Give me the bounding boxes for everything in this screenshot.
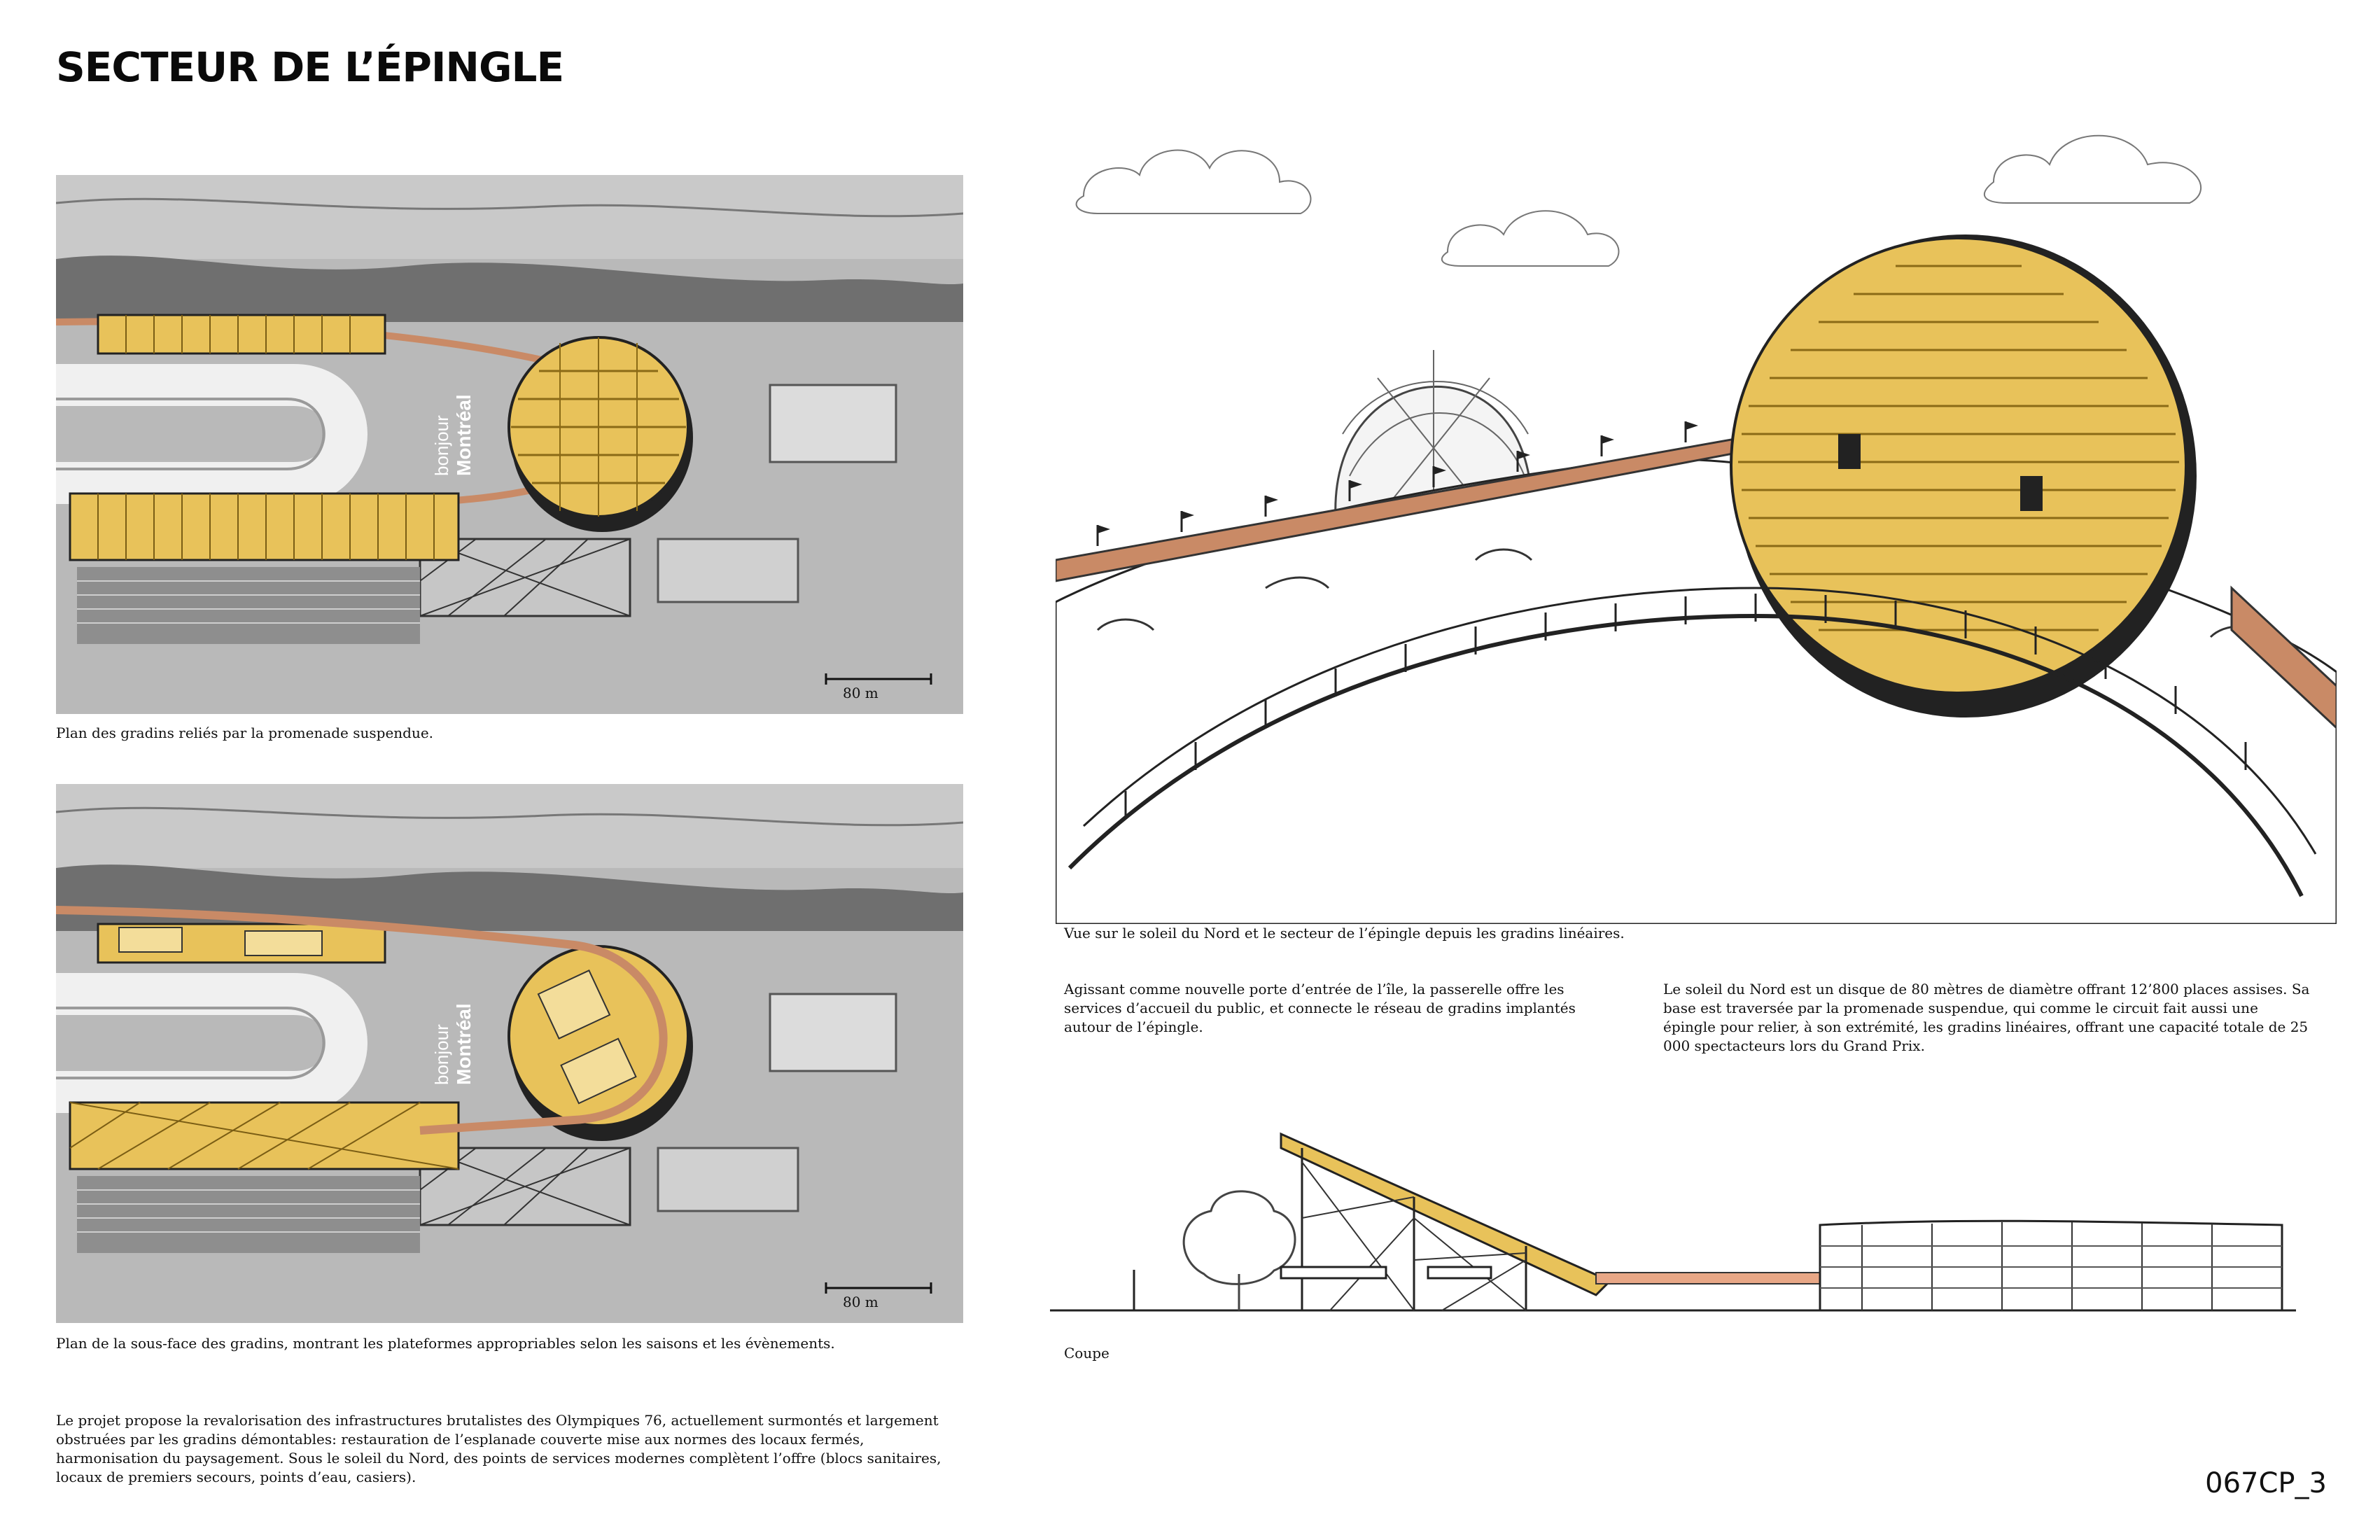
page-id: 067CP_3 [2205,1467,2327,1499]
site-plan-drawing: bonjour Montréal [56,175,963,685]
site-plan-underside-drawing: bonjour Montréal [56,784,963,1294]
perspective-sketch [1056,134,2337,924]
plan-caption: Plan de la sous-face des gradins, montra… [56,1335,835,1352]
text-column-right: Le soleil du Nord est un disque de 80 mè… [1663,981,2310,1054]
section-caption: Coupe [1064,1345,1110,1362]
scale-label: 80 m [843,1294,878,1310]
plan-sous-face-map: bonjour Montréal 80 m [56,784,963,1323]
map-label-bottom: Montréal [453,394,475,476]
plan-caption: Plan des gradins reliés par la promenade… [56,724,434,741]
plan-gradins-map: bonjour Montréal 80 m [56,175,963,714]
section-sketch [1050,1132,2296,1312]
perspective-caption: Vue sur le soleil du Nord et le secteur … [1064,925,1625,941]
map-label-top: bonjour [431,415,452,476]
page-title: SECTEUR DE L’ÉPINGLE [56,43,564,91]
map-label-top: bonjour [431,1024,452,1085]
text-column-left: Agissant comme nouvelle porte d’entrée d… [1064,981,1576,1035]
bottom-paragraph: Le projet propose la revalorisation des … [56,1412,941,1485]
scale-label: 80 m [843,685,878,701]
map-label-bottom: Montréal [453,1003,475,1085]
